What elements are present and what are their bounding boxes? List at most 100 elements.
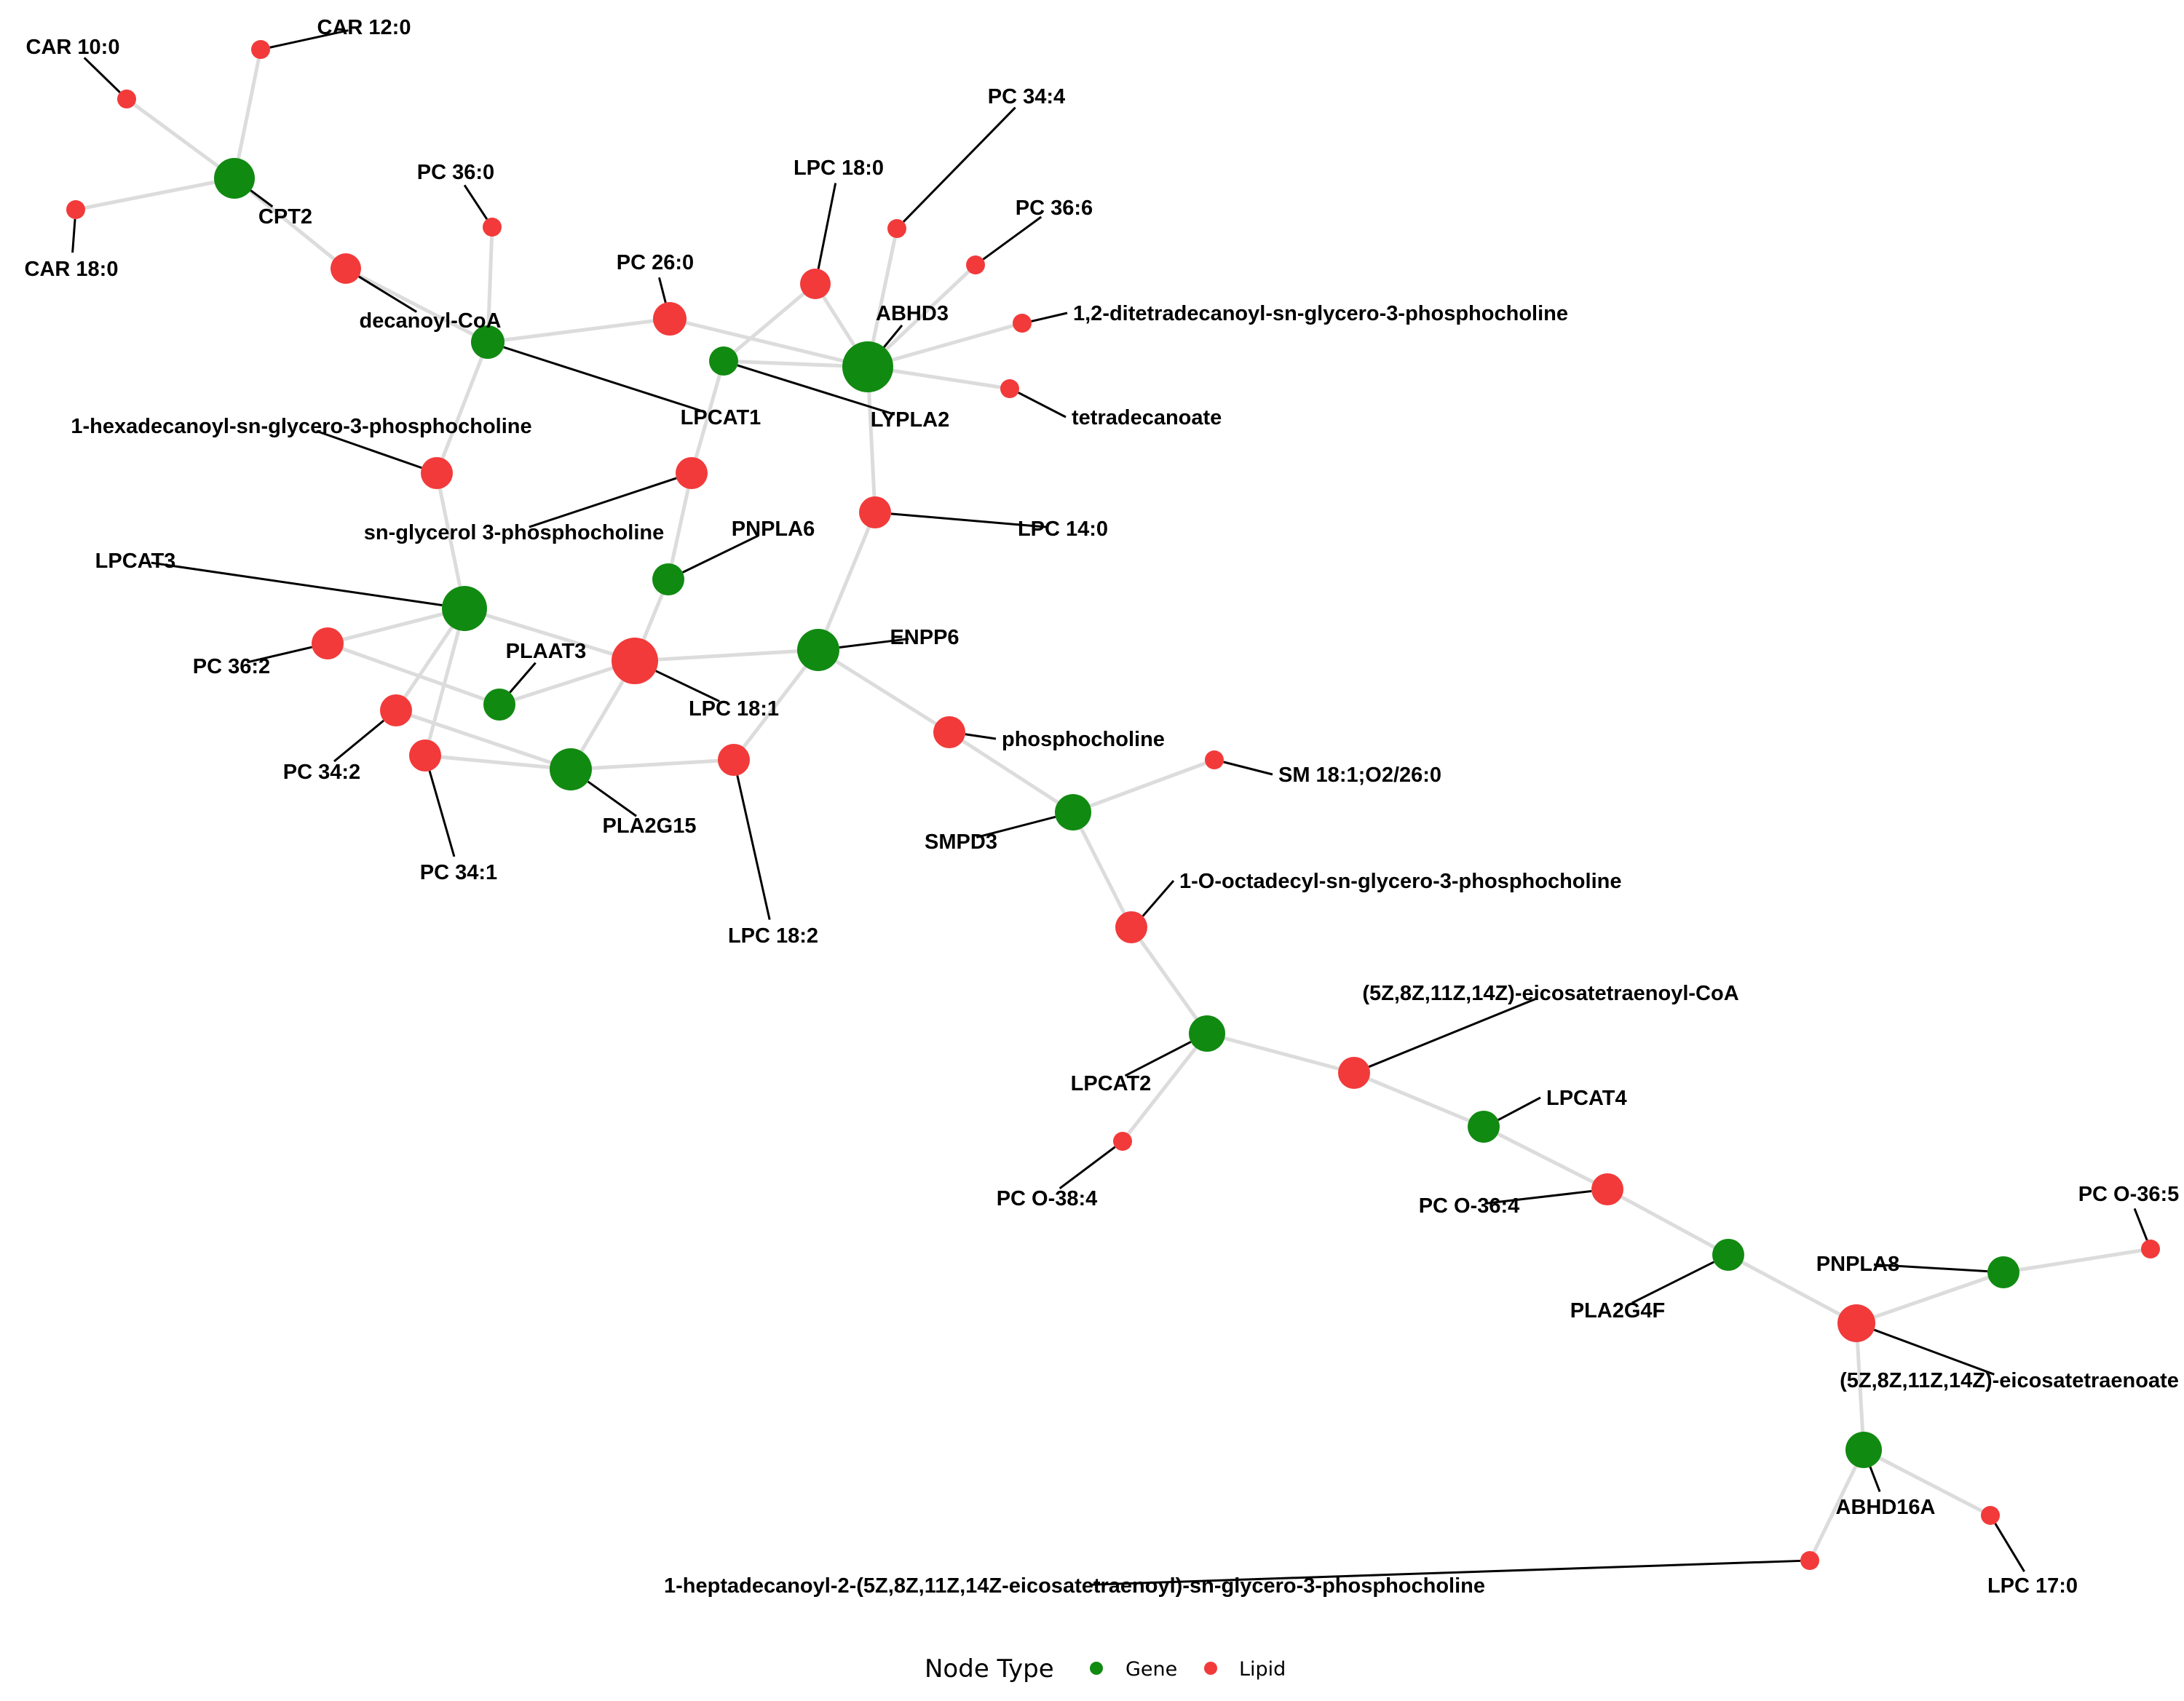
node-pc-o-36-4 [1591,1173,1623,1205]
edge-pc-34-2-to-pla2g15 [395,708,571,772]
node-label-phosphocholine: phosphocholine [1002,728,1165,751]
edge-smpd3-to-1-o-octadecyl-sn-glycero-3-phosphocholine [1071,811,1133,929]
leader-pc-26-0 [658,277,667,304]
leader-car-10-0 [83,57,121,94]
edge-lpcat3-to-lpc-18-1 [464,606,636,663]
edge-lpcat4-to-pc-o-36-4 [1482,1125,1609,1192]
node-label-car-18-0: CAR 18:0 [25,258,119,281]
edge-pc-34-1-to-pla2g15 [424,753,571,772]
edge-cpt2-to-car-10-0 [125,97,236,181]
edge-phosphocholine-to-smpd3 [948,730,1075,814]
leader-lpcat4 [1497,1096,1541,1122]
leader-pla2g15 [587,780,637,817]
node-pc-36-6 [966,255,985,274]
edge-sn-glycerol-3-phosphocholine-to-pnpla6 [666,472,694,580]
legend: Node Type Gene Lipid [925,1654,1286,1684]
leader-lpcat2 [1124,1041,1192,1077]
leader-abhd3 [883,325,903,348]
node-decanoyl-coa [331,253,361,284]
leader-enpp6 [839,638,909,649]
node-label-pc-36-2: PC 36:2 [193,655,270,678]
edge-5z-8z-11z-14z-eicosatetraenoate-to-pnpla8 [1856,1270,2004,1325]
edge-decanoyl-coa-to-lpcat1 [344,266,489,344]
leader-1-o-octadecyl-sn-glycero-3-phosphocholine [1142,880,1175,917]
node-label-lpc-18-2: LPC 18:2 [728,924,818,948]
leader-1-hexadecanoyl-sn-glycero-3-phosphocholine [316,429,422,469]
edge-pla2g15-to-lpc-18-2 [570,758,735,772]
leader-pnpla8 [1873,1263,1988,1273]
leader-sm-18-1-o2-26-0 [1223,761,1273,776]
edge-5z-8z-11z-14z-eicosatetraenoate-to-abhd16a [1854,1323,1866,1451]
node-label-lpcat2: LPCAT2 [1071,1072,1152,1095]
node-label-pc-26-0: PC 26:0 [617,251,694,274]
legend-gene-label: Gene [1125,1658,1177,1681]
leader-lpc-14-0 [890,512,1048,528]
leader-abhd16a [1869,1466,1881,1493]
edge-lypla2-to-sn-glycerol-3-phosphocholine [689,360,726,474]
node-layer [66,40,2160,1570]
node-label-enpp6: ENPP6 [890,626,959,649]
node-1-2-ditetradecanoyl-sn-glycero-3-phosphocholine [1013,314,1032,333]
node-label-abhd16a: ABHD16A [1836,1496,1936,1519]
leader-pc-34-2 [333,719,384,763]
node-cpt2 [214,158,255,199]
node-car-18-0 [66,200,85,219]
node-enpp6 [797,629,839,671]
node-pla2g4f [1712,1239,1744,1271]
node-pc-34-4 [887,219,906,238]
leader-lpc-17-0 [1994,1523,2025,1572]
leader-sn-glycerol-3-phosphocholine [529,477,677,528]
edge-pla2g4f-to-5z-8z-11z-14z-eicosatetraenoate [1727,1253,1858,1325]
edge-lpc-18-2-to-enpp6 [732,649,820,761]
leader-pc-o-36-4 [1484,1190,1592,1205]
node-smpd3 [1055,794,1091,830]
node-sn-glycerol-3-phosphocholine [676,457,708,489]
edge-abhd16a-to-lpc-17-0 [1862,1448,1992,1518]
leader-car-12-0 [269,29,349,49]
legend-gene-swatch [1090,1662,1103,1675]
node-car-12-0 [251,40,270,59]
leader-car-18-0 [71,218,76,253]
node-lpc-14-0 [859,496,891,528]
leader-lpcat3 [151,561,443,607]
node-pnpla8 [1987,1256,2019,1288]
node-car-10-0 [117,90,136,108]
leader-1-2-ditetradecanoyl-sn-glycero-3-phosphocholine [1031,312,1068,322]
node-label-5z-8z-11z-14z-eicosatetraenoate: (5Z,8Z,11Z,14Z)-eicosatetraenoate [1840,1369,2179,1392]
node-5z-8z-11z-14z-eicosatetraenoate [1837,1304,1875,1342]
node-label-abhd3: ABHD3 [876,302,949,325]
edge-cpt2-to-car-18-0 [75,176,235,212]
node-label-lpcat3: LPCAT3 [95,550,176,573]
edge-lpcat2-to-pc-o-38-4 [1121,1032,1208,1143]
node-label-lpc-17-0: LPC 17:0 [1987,1574,2078,1598]
node-lpcat1 [471,325,505,359]
node-label-sm-18-1-o2-26-0: SM 18:1;O2/26:0 [1278,764,1441,787]
edge-lpc-14-0-to-enpp6 [816,512,877,651]
leader-5z-8z-11z-14z-eicosatetraenoyl-coa [1368,997,1537,1068]
node-label-pc-34-2: PC 34:2 [283,761,360,784]
node-label-1-heptadecanoyl-2-5z-8z-11z-14z-eicosatetraenoyl-sn-glycero-3-phosphocholine: 1-heptadecanoyl-2-(5Z,8Z,11Z,14Z-eicosat… [664,1574,1485,1598]
node-label-1-hexadecanoyl-sn-glycero-3-phosphocholine: 1-hexadecanoyl-sn-glycero-3-phosphocholi… [71,415,531,438]
leader-pc-34-1 [428,770,456,857]
edge-lpc-18-1-to-enpp6 [634,648,819,663]
edge-lpcat1-to-1-hexadecanoyl-sn-glycero-3-phosphocholine [435,341,490,474]
node-label-pc-o-38-4: PC O-38:4 [997,1187,1098,1210]
node-5z-8z-11z-14z-eicosatetraenoyl-coa [1338,1057,1370,1089]
edge-5z-8z-11z-14z-eicosatetraenoyl-coa-to-lpcat4 [1353,1071,1484,1129]
node-label-pc-36-6: PC 36:6 [1016,197,1093,220]
node-label-pnpla8: PNPLA8 [1816,1253,1899,1276]
node-label-lpc-18-1: LPC 18:1 [689,697,779,721]
node-label-pc-34-1: PC 34:1 [420,861,497,884]
legend-lipid-label: Lipid [1239,1658,1286,1681]
leader-pc-o-36-5 [2133,1208,2148,1241]
leader-lpc-18-0 [817,183,837,269]
node-label-5z-8z-11z-14z-eicosatetraenoyl-coa: (5Z,8Z,11Z,14Z)-eicosatetraenoyl-CoA [1362,982,1738,1005]
node-tetradecanoate [1000,379,1019,398]
node-abhd16a [1845,1432,1882,1468]
edge-lpcat3-to-pc-34-1 [423,608,467,756]
node-1-heptadecanoyl-2-5z-8z-11z-14z-eicosatetraenoyl-sn-glycero-3-phosphocholine [1800,1551,1819,1570]
edge-lpc-18-0-to-lypla2 [722,282,817,362]
node-label-decanoyl-coa: decanoyl-CoA [360,309,502,333]
